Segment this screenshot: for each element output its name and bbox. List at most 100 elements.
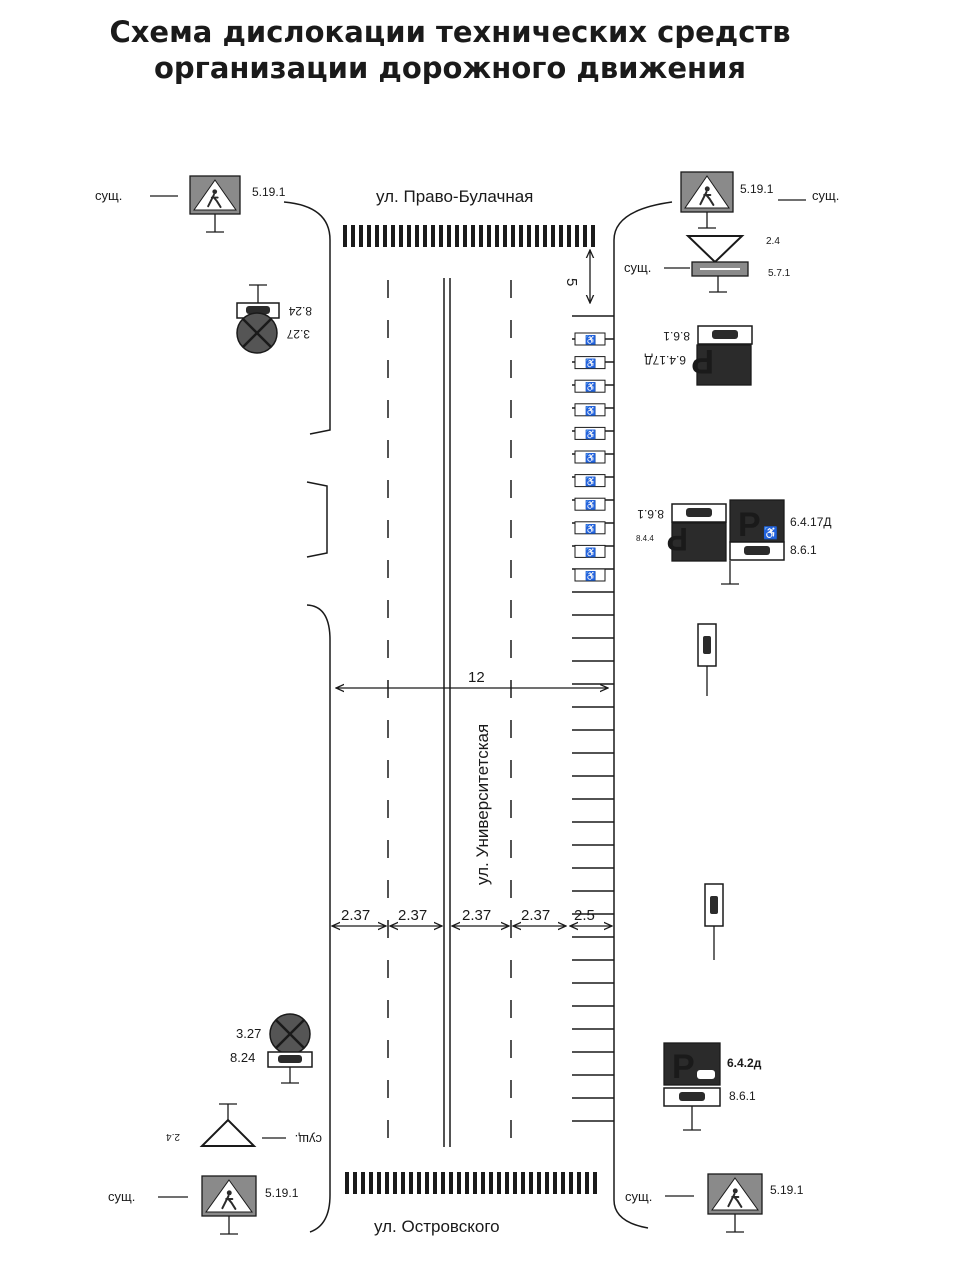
zebra-stripe — [351, 225, 355, 247]
zebra-stripe — [393, 1172, 397, 1194]
wheelchair-icon: ♿ — [585, 358, 596, 369]
zebra-stripe — [377, 1172, 381, 1194]
disabled-stall-icon — [574, 426, 606, 440]
sign-yield-lower-left: 2.4 сущ. — [166, 1103, 322, 1147]
status-text: сущ. — [295, 1132, 322, 1147]
zebra-stripe — [473, 1172, 477, 1194]
zebra-stripe — [367, 225, 371, 247]
status-text: сущ. — [624, 260, 651, 275]
zebra-stripe — [383, 225, 387, 247]
sign-code-label: 6.4.17Д — [790, 515, 832, 529]
zebra-stripe — [583, 225, 587, 247]
zebra-stripe — [431, 225, 435, 247]
zebra-stripe — [551, 225, 555, 247]
wheelchair-icon: ♿ — [585, 546, 596, 557]
lane-width-label-1: 2.37 — [341, 907, 370, 924]
road-structure — [283, 201, 673, 1233]
page-title: Схема дислокации технических средств орг… — [0, 14, 900, 86]
zebra-stripe — [513, 1172, 517, 1194]
zebra-stripe — [481, 1172, 485, 1194]
zebra-stripe — [375, 225, 379, 247]
wheelchair-icon: ♿ — [585, 499, 596, 510]
zebra-stripe — [559, 225, 563, 247]
zebra-stripe — [495, 225, 499, 247]
zebra-stripe — [575, 225, 579, 247]
sign-code-label: 5.19.1 — [252, 185, 286, 199]
dimension-lines — [332, 250, 612, 926]
wheelchair-icon: ♿ — [585, 570, 596, 581]
sign-code-label: 5.19.1 — [740, 182, 774, 196]
sign-code-label: 3.27 — [286, 327, 310, 341]
sign-code-label: 3.27 — [236, 1026, 261, 1041]
zebra-crossing-top — [343, 225, 595, 247]
zebra-stripe — [345, 1172, 349, 1194]
sign-code-label: 8.6.1 — [729, 1089, 756, 1103]
zebra-stripe — [543, 225, 547, 247]
sign-code-label: 8.6.1 — [637, 507, 664, 521]
disabled-stall-icon — [574, 568, 606, 582]
zebra-stripe — [511, 225, 515, 247]
wheelchair-icon: ♿ — [585, 452, 596, 463]
zebra-stripe — [369, 1172, 373, 1194]
sign-code-label: 6.4.2д — [727, 1056, 762, 1070]
sign-no-stop-upper-left: 8.24 3.27 — [236, 284, 312, 354]
street-bottom-label: ул. Островского — [374, 1217, 500, 1236]
disabled-stall-icon — [574, 544, 606, 558]
disabled-stall-icon — [574, 497, 606, 511]
zebra-stripe — [537, 1172, 541, 1194]
sign-code-label: 8.4.4 — [636, 534, 654, 543]
lane-width-label-4: 2.37 — [521, 907, 550, 924]
zebra-stripe — [343, 225, 347, 247]
sign-crossing-top-right: 5.19.1 сущ. — [680, 171, 839, 229]
zebra-stripe — [529, 1172, 533, 1194]
zebra-stripe — [527, 225, 531, 247]
zebra-stripe — [519, 225, 523, 247]
zebra-stripe — [471, 225, 475, 247]
zebra-stripe — [415, 225, 419, 247]
svg-text:P: P — [667, 521, 688, 557]
zebra-stripe — [479, 225, 483, 247]
sign-parking-disabled-middle: P 8.6.1 8.4.4 P ♿ 6.4.17Д 8.6.1 — [636, 499, 832, 585]
wheelchair-icon: ♿ — [585, 523, 596, 534]
disabled-stall-icon — [574, 332, 606, 346]
sign-code-label: 5.19.1 — [770, 1183, 804, 1197]
zebra-stripe — [503, 225, 507, 247]
svg-text:P: P — [691, 342, 714, 380]
svg-text:P: P — [672, 1048, 695, 1086]
left-curb-bottom — [306, 604, 331, 1233]
disabled-stall-icon — [574, 450, 606, 464]
sign-code-label: 2.4 — [166, 1131, 180, 1142]
wheelchair-icon: ♿ — [585, 381, 596, 392]
sign-crossing-bottom-left: сущ. 5.19.1 — [108, 1175, 299, 1235]
sign-code-label: 8.24 — [288, 304, 312, 318]
zebra-stripe — [457, 1172, 461, 1194]
sign-parking-lower-right: P 6.4.2д 8.6.1 — [663, 1042, 762, 1131]
zebra-stripe — [465, 1172, 469, 1194]
zebra-stripe — [545, 1172, 549, 1194]
zebra-stripe — [439, 225, 443, 247]
disabled-stall-icons: ♿♿♿♿♿♿♿♿♿♿♿ — [574, 332, 606, 582]
wheelchair-icon: ♿ — [585, 428, 596, 439]
crossing-gap-label: 5 — [563, 278, 580, 286]
zebra-stripe — [487, 225, 491, 247]
zebra-stripe — [423, 225, 427, 247]
zebra-stripe — [409, 1172, 413, 1194]
zebra-stripe — [441, 1172, 445, 1194]
zebra-stripe — [505, 1172, 509, 1194]
disabled-stall-icon — [574, 474, 606, 488]
zebra-stripe — [385, 1172, 389, 1194]
sign-crossing-bottom-right: сущ. 5.19.1 — [625, 1173, 804, 1233]
sign-code-label: 8.6.1 — [790, 543, 817, 557]
disabled-stall-icon — [574, 403, 606, 417]
wheelchair-icon: ♿ — [585, 405, 596, 416]
zebra-stripe — [463, 225, 467, 247]
zebra-stripe — [359, 225, 363, 247]
zebra-stripe — [455, 225, 459, 247]
sign-code-label: 2.4 — [766, 236, 780, 247]
zebra-stripe — [591, 225, 595, 247]
zebra-stripe — [449, 1172, 453, 1194]
zebra-stripe — [593, 1172, 597, 1194]
disabled-stall-icon — [574, 379, 606, 393]
wheelchair-icon: ♿ — [585, 334, 596, 345]
